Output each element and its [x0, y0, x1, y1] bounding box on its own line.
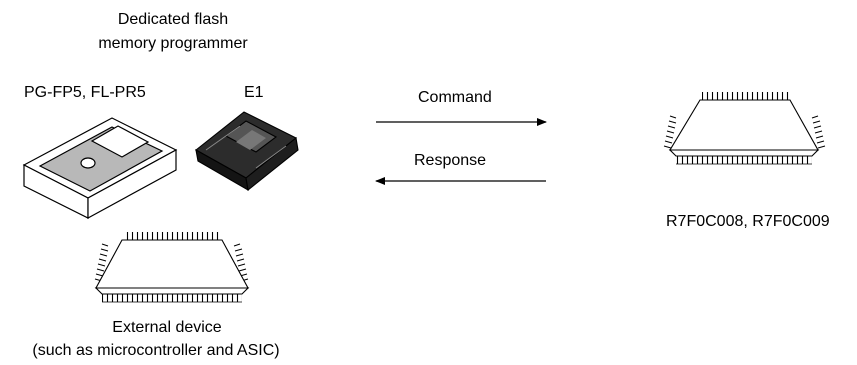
- response-label: Response: [414, 152, 487, 169]
- external-device-line2: (such as microcontroller and ASIC): [32, 342, 280, 359]
- target-chip-label: R7F0C008, R7F0C009: [666, 213, 830, 230]
- external-device-chip-icon: [94, 232, 250, 303]
- target-chip-icon: [663, 92, 826, 165]
- programmer-box-icon: [22, 117, 178, 220]
- programmer-model-e1: E1: [244, 84, 264, 101]
- programmer-title-line2: memory programmer: [98, 35, 248, 52]
- programmer-model-pg-fp5: PG-FP5, FL-PR5: [24, 84, 146, 101]
- external-device-line1: External device: [112, 319, 222, 336]
- command-label: Command: [418, 89, 492, 106]
- e1-emulator-icon: [195, 111, 299, 192]
- programmer-title-line1: Dedicated flash: [117, 11, 229, 28]
